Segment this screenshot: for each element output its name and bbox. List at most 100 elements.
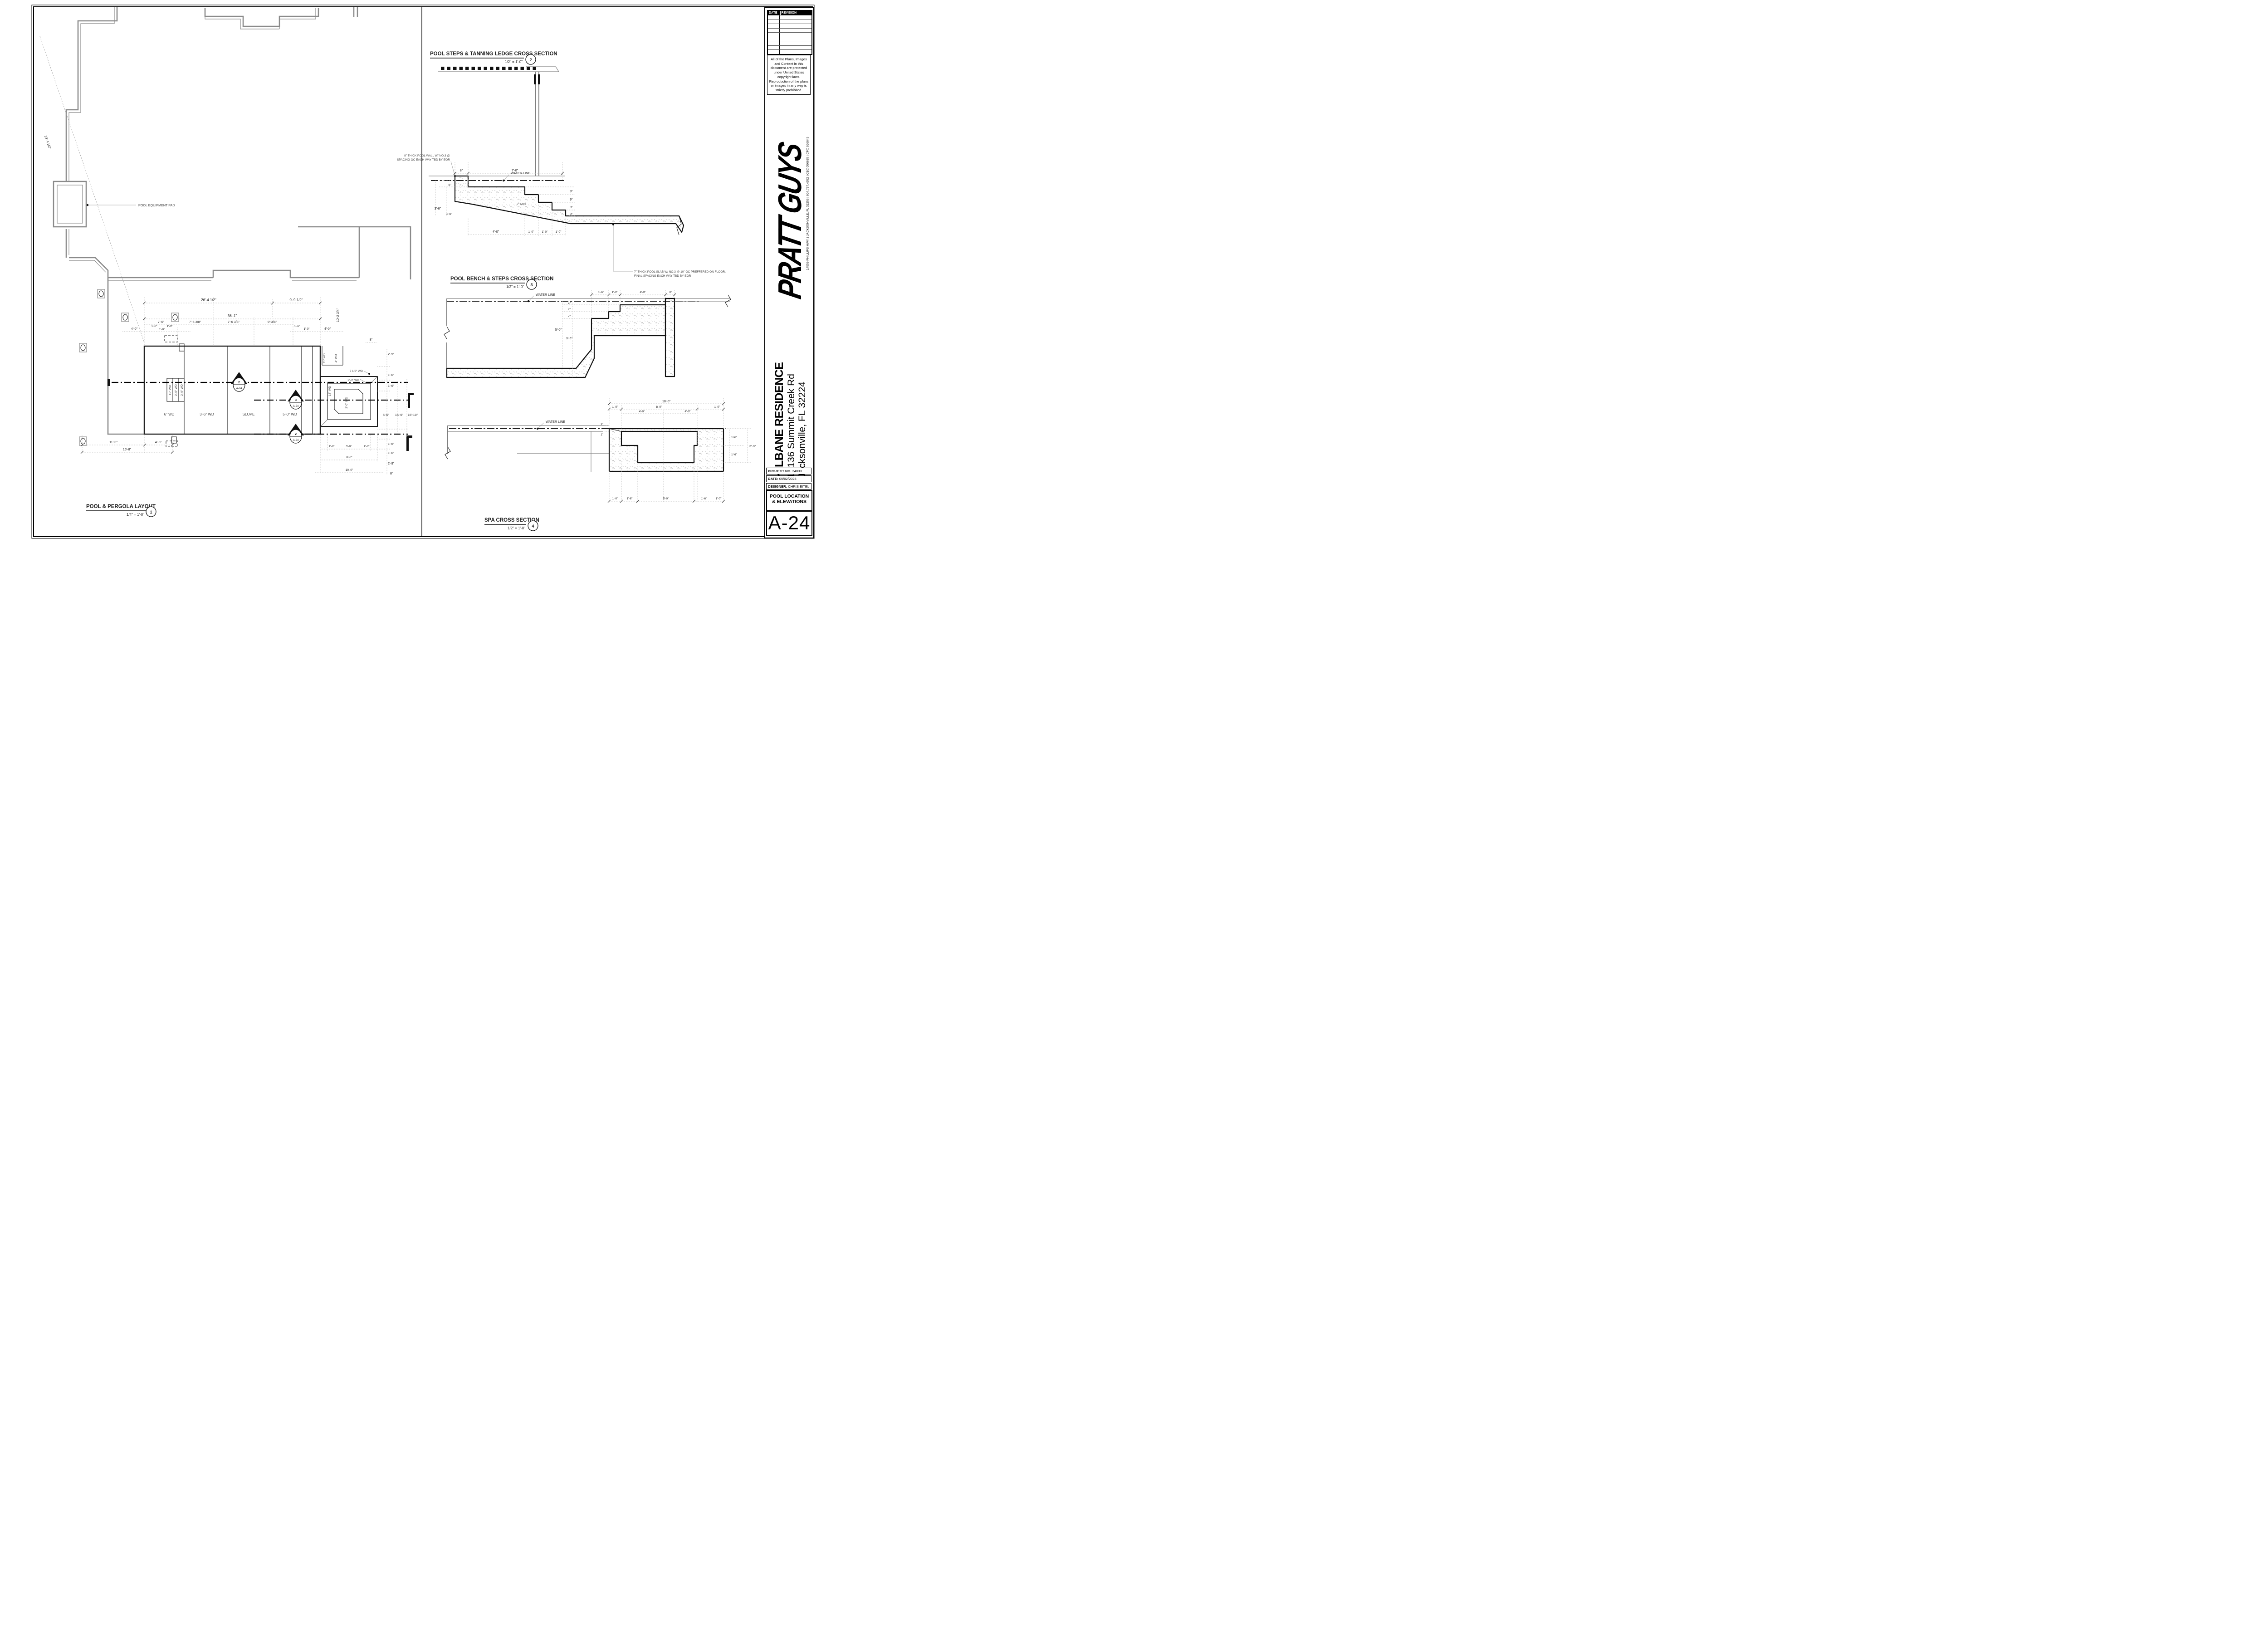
revision-row (768, 45, 811, 49)
slab-note: 7" THICK POOL SLAB W/ NO.3 @ 10" OC PREF… (634, 270, 726, 274)
dim: 1'-0" (612, 291, 618, 294)
section-2-pool-steps-tanning-ledge: POOL STEPS & TANNING LEDGE CROSS SECTION… (397, 51, 726, 278)
step-label: 2'-9" WD (181, 384, 184, 396)
section-3-profile: WATER LINE (444, 293, 731, 378)
pergola-posts (79, 289, 185, 447)
drawing-area: POOL EQUIPMENT PAD 23'-4 1/2" (31, 5, 815, 539)
pergola-post (121, 313, 129, 322)
dim: 11'-0" (109, 440, 117, 444)
dim: 1'-6" (388, 442, 395, 446)
residence-address-line1: 13136 Summit Creek Rd (786, 374, 797, 478)
pool-equipment-pad: POOL EQUIPMENT PAD (53, 181, 175, 228)
depth-label: 5'-0" WD (283, 412, 297, 416)
match-mark (408, 393, 414, 408)
spa-label: 18" WD (328, 386, 332, 396)
dim: 4'-0" (640, 291, 646, 294)
dim: 15'-8" (123, 447, 132, 451)
view-title: POOL BENCH & STEPS CROSS SECTION (450, 276, 553, 282)
dim: 1'-0" (556, 230, 562, 234)
spa-label: 11" WD (323, 353, 326, 363)
dim: 26'-4 1/2" (201, 298, 216, 302)
view-number: 1 (150, 510, 152, 514)
date-value: 05/02/2025 (779, 477, 797, 481)
dim: 4'-8" (155, 440, 162, 444)
spa-plan (320, 346, 378, 427)
dim: 1" (601, 423, 604, 426)
revision-row (768, 19, 811, 24)
view-scale: 1/4" = 1'-0" (127, 513, 144, 517)
section-2-dimensions: 8" 7'-0" 6" 3'-6" 3'-0" 9" 9" 9" 9" 7" M… (435, 162, 575, 236)
dim: 9" (570, 212, 573, 216)
dim: 9" (570, 189, 573, 193)
dim: 1'-0" (388, 451, 395, 455)
dim: 5'-0" (346, 445, 352, 448)
dim: 1'-6" (364, 445, 370, 448)
pool-depth-labels: 6" WD 3'-6" WD SLOPE 5'-0" WD 15" WD 2'-… (164, 353, 363, 416)
dim: 1'-0" (528, 230, 535, 234)
dim: 15'-6" (395, 413, 404, 417)
dim: 7" (568, 308, 571, 311)
dim: 1'-0" (159, 328, 166, 331)
revision-row (768, 49, 811, 54)
project-address-block: KILBANE RESIDENCE 13136 Summit Creek Rd … (767, 337, 814, 478)
pool-pergola-plan: POOL EQUIPMENT PAD 23'-4 1/2" (39, 7, 418, 517)
view-title: SPA CROSS SECTION (484, 518, 539, 523)
plan-right-dimensions: 2'-9" 1'-0" 1'-6" 5'-0" 15'-6" 16'-10" 1… (377, 349, 418, 475)
revision-table: DATE REVISION (767, 10, 812, 55)
revision-row (768, 32, 811, 37)
dim: 1'-6" (731, 453, 738, 456)
dim: 1'-6" (627, 497, 633, 500)
sheet-title: POOL LOCATION & ELEVATIONS (766, 490, 812, 512)
dim: 1'-6" (731, 436, 738, 439)
dim: 7'-0" (158, 320, 165, 324)
revision-date-header: DATE (768, 11, 781, 15)
section-marker-3: 3 A-24 (288, 390, 304, 410)
pergola-post (171, 313, 179, 322)
dim: 4" (568, 302, 571, 305)
architectural-sheet: POOL EQUIPMENT PAD 23'-4 1/2" (0, 0, 816, 544)
pergola-post (79, 343, 87, 352)
dim: 8'-0" (347, 456, 353, 459)
pergola-post (97, 289, 105, 298)
section-2-profile: WATER LINE (429, 171, 684, 235)
section-4-profile: WATER LINE (445, 420, 726, 472)
firm-logo: PRATT GUYS (767, 141, 812, 301)
revision-row (768, 28, 811, 32)
project-number-row: PROJECT NO. 24033 (766, 468, 811, 474)
depth-label: 6" WD (164, 412, 175, 416)
firm-logo-text: PRATT GUYS (771, 141, 808, 301)
dim: 3'-0" (446, 212, 453, 216)
section-marker-2a: 2 A-24 (231, 372, 247, 392)
dim: 1'-6" (329, 445, 335, 448)
step-label: 15" WD (169, 385, 172, 395)
view-number: 4 (532, 524, 534, 528)
house-outline (65, 7, 411, 435)
dim: 8" (390, 471, 393, 475)
dim: 3'-0" (749, 444, 756, 448)
dim: 1'-0" (714, 406, 721, 409)
spa-label: 4" WD (335, 354, 338, 362)
view-scale: 1/2" = 1'-0" (508, 526, 525, 530)
project-number-value: 24033 (792, 469, 802, 473)
section-3-dimensions: 1'-6" 1'-0" 4'-0" 8" 4" 7" 7" 5'-0" 3'-6… (555, 290, 676, 377)
wall-note: 8" THICK POOL WALL W/ NO.3 @ (404, 154, 450, 157)
marker-number: 3 (295, 398, 297, 402)
dim: 1'-6" (701, 497, 708, 500)
revision-row (768, 36, 811, 41)
dim: 16'-10" (408, 413, 418, 417)
water-line-label: WATER LINE (546, 420, 565, 424)
dim: 10'-0" (346, 469, 353, 472)
dim: 5'-0" (663, 497, 670, 500)
date-row: DATE: 05/02/2025 (766, 475, 811, 482)
section-marker-2b: 2 A-24 (288, 424, 304, 444)
revision-row (768, 24, 811, 28)
dim: 1'-0" (716, 497, 722, 500)
dim: 1'-0" (542, 230, 548, 234)
revision-row (768, 41, 811, 45)
dim: 7'-0" (512, 168, 518, 172)
pergola-section (438, 66, 559, 176)
residence-address-line2: Jacksonville, FL 32224 (797, 381, 807, 478)
dim: 10'-0" (662, 399, 671, 403)
dim: 1'-0" (304, 328, 310, 331)
view-title: POOL STEPS & TANNING LEDGE CROSS SECTION (430, 51, 557, 57)
